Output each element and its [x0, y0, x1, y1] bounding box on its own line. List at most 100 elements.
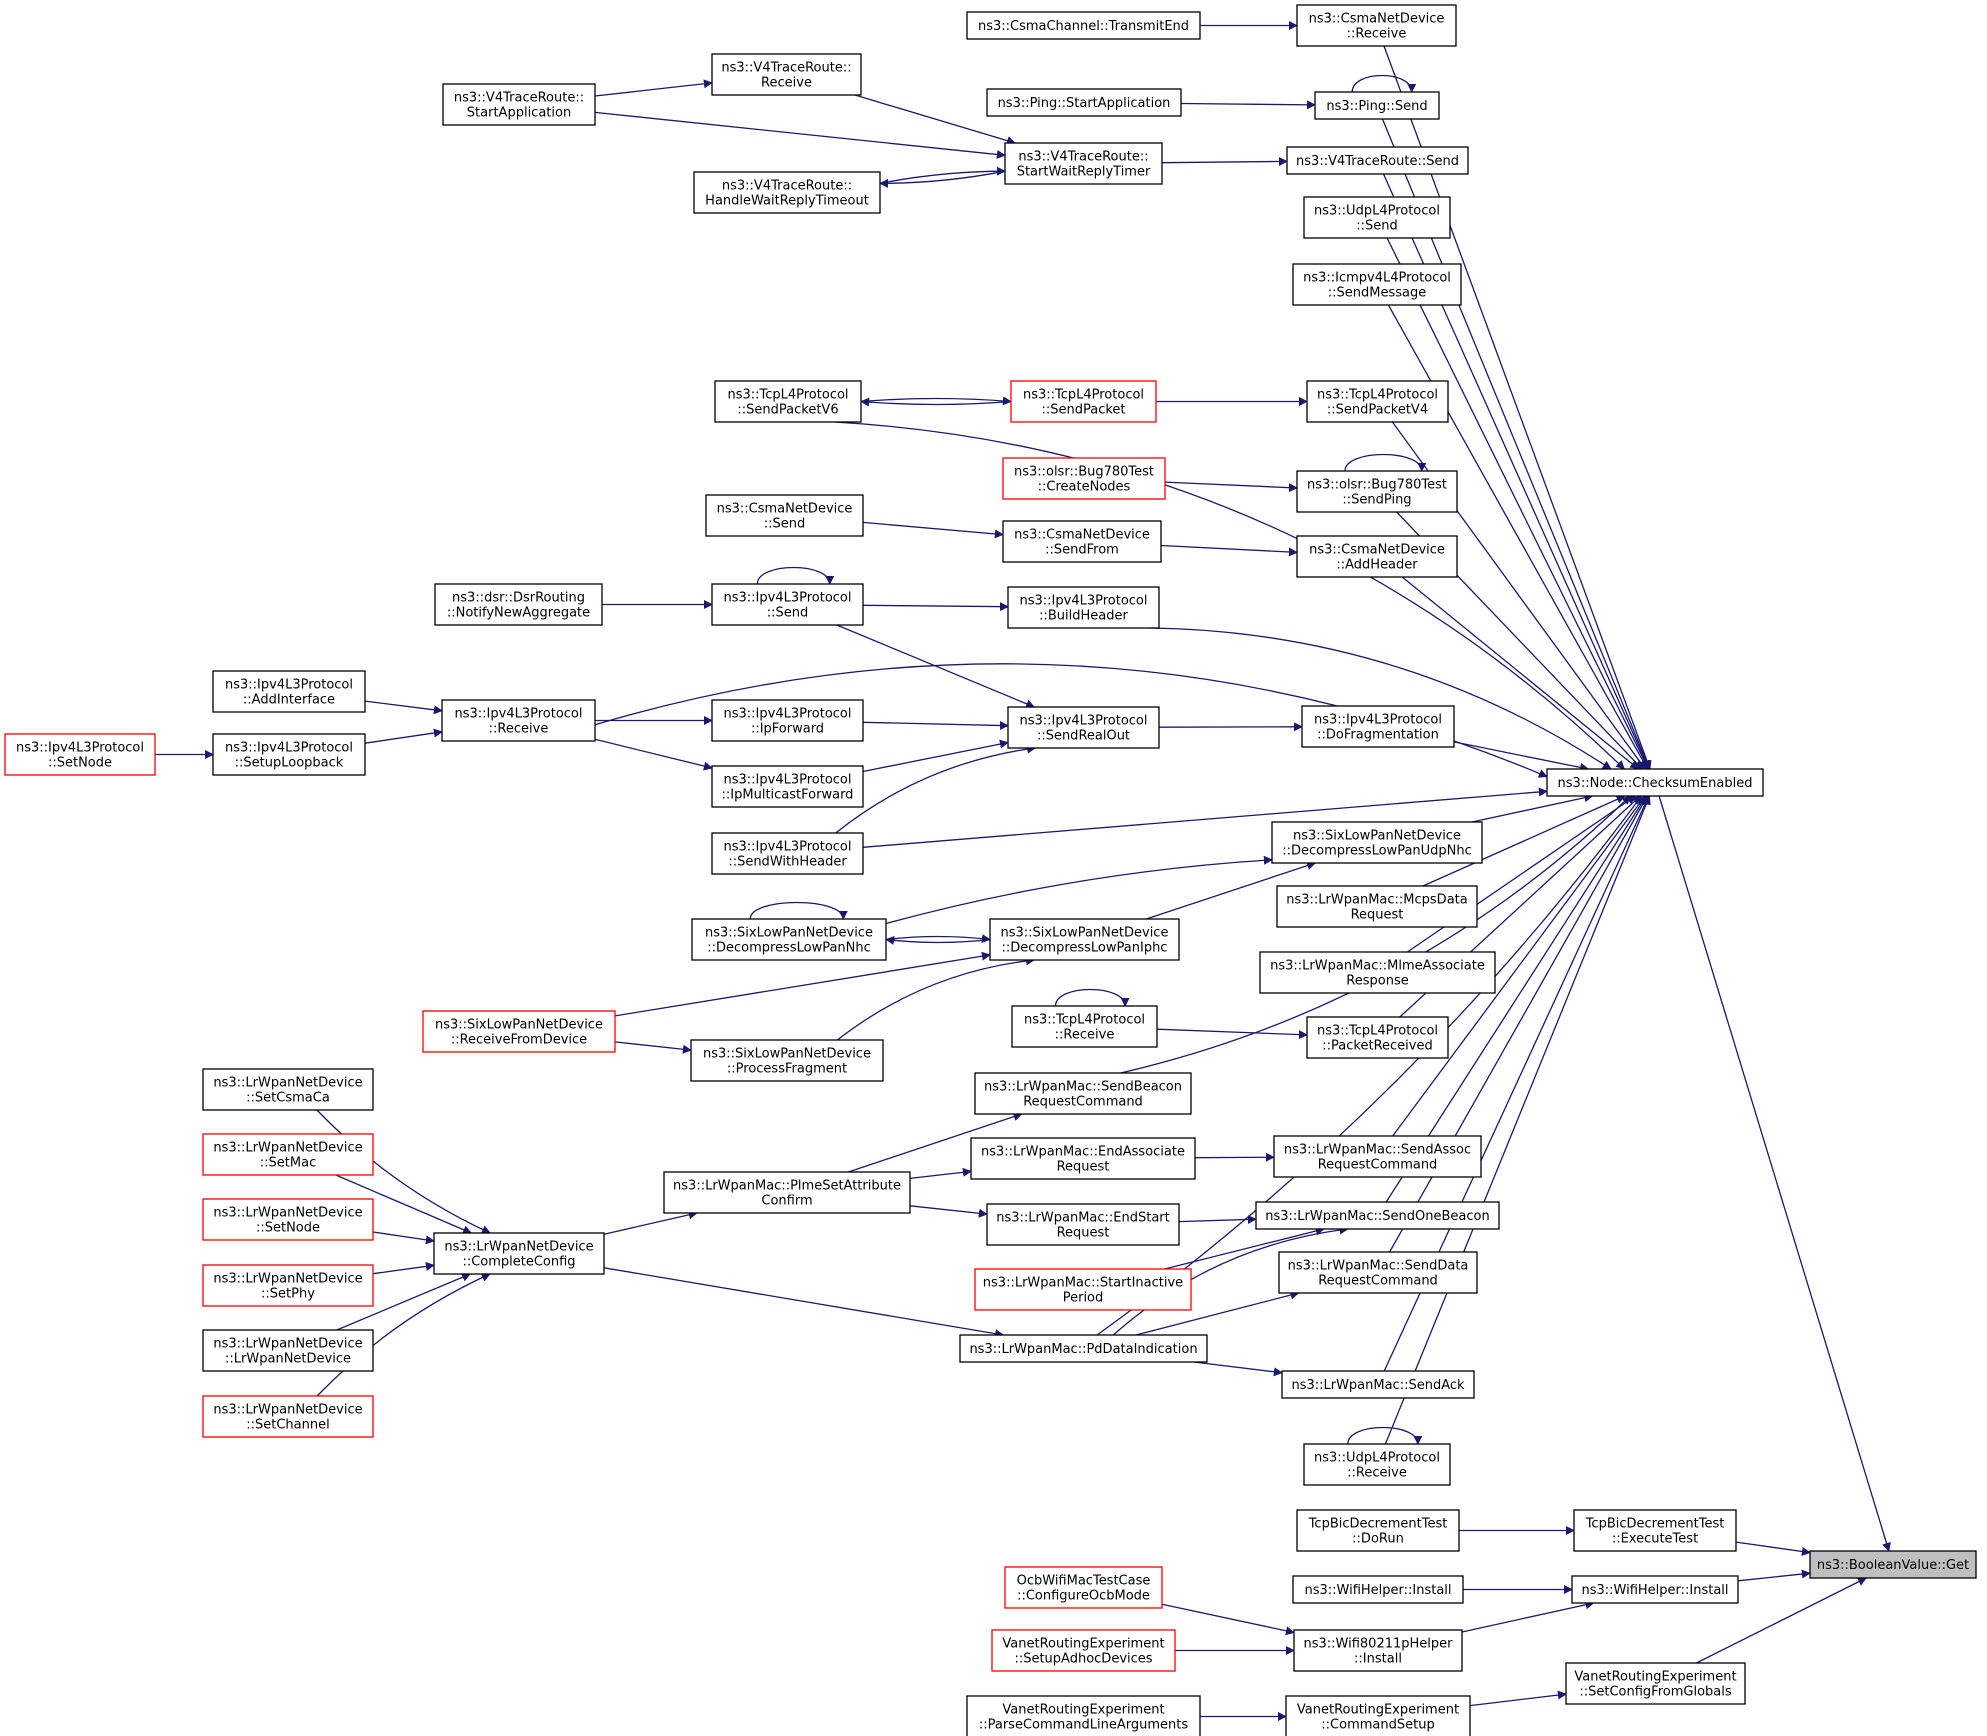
node-box [202, 1133, 374, 1176]
node-label: ns3::LrWpanNetDevice [213, 1076, 362, 1091]
node-box [1296, 535, 1458, 578]
node-ipv4AddIf[interactable]: ns3::Ipv4L3Protocol::AddInterface [212, 670, 366, 713]
node-sixUdpNhc[interactable]: ns3::SixLowPanNetDevice::DecompressLowPa… [1271, 821, 1483, 864]
node-label: StartWaitReplyTimer [1017, 165, 1151, 180]
node-label: ::Send [767, 606, 809, 621]
node-olsrCreate[interactable]: ns3::olsr::Bug780Test::CreateNodes [1002, 457, 1166, 500]
node-sendOneBeacon[interactable]: ns3::LrWpanMac::SendOneBeacon [1255, 1201, 1500, 1230]
node-olsrPing[interactable]: ns3::olsr::Bug780Test::SendPing [1296, 470, 1458, 513]
edge-vanetCmd-to-vanetSetCfg [1469, 1690, 1567, 1707]
node-setCsma[interactable]: ns3::LrWpanNetDevice::SetCsmaCa [202, 1068, 374, 1111]
node-ipv4Recv[interactable]: ns3::Ipv4L3Protocol::Receive [441, 699, 596, 742]
node-ipv4Send[interactable]: ns3::Ipv4L3Protocol::Send [711, 583, 864, 626]
node-box [1273, 1135, 1482, 1178]
node-csmaRecv[interactable]: ns3::CsmaNetDevice::Receive [1296, 4, 1457, 47]
node-lrCtor[interactable]: ns3::LrWpanNetDevice::LrWpanNetDevice [202, 1329, 374, 1372]
node-tcpRecv[interactable]: ns3::TcpL4Protocol::Receive [1011, 1005, 1158, 1048]
node-udpRecv[interactable]: ns3::UdpL4Protocol::Receive [1303, 1443, 1451, 1486]
node-tcpV6[interactable]: ns3::TcpL4Protocol::SendPacketV6 [714, 380, 862, 423]
node-icmpSend[interactable]: ns3::Icmpv4L4Protocol::SendMessage [1292, 263, 1462, 306]
node-get[interactable]: ns3::BooleanValue::Get [1809, 1550, 1977, 1579]
node-sixNhc[interactable]: ns3::SixLowPanNetDevice::DecompressLowPa… [691, 918, 887, 961]
node-label: ns3::dsr::DsrRouting [452, 591, 585, 606]
node-label: ::SendPing [1342, 493, 1411, 508]
node-wifiInstall1[interactable]: ns3::WifiHelper::Install [1292, 1575, 1464, 1604]
node-box [1546, 768, 1764, 797]
node-label: ::Receive [1347, 27, 1407, 42]
node-ipv4RealOut[interactable]: ns3::Ipv4L3Protocol::SendRealOut [1007, 706, 1160, 749]
node-label: VanetRoutingExperiment [1574, 1670, 1736, 1685]
node-completeConfig[interactable]: ns3::LrWpanNetDevice::CompleteConfig [433, 1232, 605, 1275]
edge-completeConfig-to-pdData [603, 1267, 1005, 1339]
node-ipv4MFwd[interactable]: ns3::Ipv4L3Protocol::IpMulticastForward [711, 765, 864, 808]
node-v4Start[interactable]: ns3::V4TraceRoute::StartApplication [442, 83, 596, 126]
node-sixIphc[interactable]: ns3::SixLowPanNetDevice::DecompressLowPa… [989, 918, 1180, 961]
node-dsrNotify[interactable]: ns3::dsr::DsrRouting::NotifyNewAggregate [434, 583, 603, 626]
edge-ipv4Fwd-to-ipv4RealOut [862, 721, 1009, 731]
node-v4Send[interactable]: ns3::V4TraceRoute::Send [1286, 146, 1469, 175]
node-csmaAddHeader[interactable]: ns3::CsmaNetDevice::AddHeader [1296, 535, 1458, 578]
node-v4Handle[interactable]: ns3::V4TraceRoute::HandleWaitReplyTimeou… [693, 171, 881, 214]
node-label: ::Send [764, 517, 806, 532]
node-setMac[interactable]: ns3::LrWpanNetDevice::SetMac [202, 1133, 374, 1176]
node-box [966, 1695, 1201, 1736]
node-wifiInstall2[interactable]: ns3::WifiHelper::Install [1571, 1575, 1739, 1604]
node-wifi80211p[interactable]: ns3::Wifi80211pHelper::Install [1293, 1629, 1463, 1672]
node-label: ::SetMac [260, 1156, 316, 1171]
node-setChannel[interactable]: ns3::LrWpanNetDevice::SetChannel [202, 1395, 374, 1438]
node-ipv4SetNode[interactable]: ns3::Ipv4L3Protocol::SetNode [4, 733, 156, 776]
node-label: ::Receive [489, 722, 549, 737]
node-csmaSendFrom[interactable]: ns3::CsmaNetDevice::SendFrom [1002, 520, 1162, 563]
node-ipv4WithHdr[interactable]: ns3::Ipv4L3Protocol::SendWithHeader [711, 832, 864, 875]
node-setPhy[interactable]: ns3::LrWpanNetDevice::SetPhy [202, 1264, 374, 1307]
node-bicExec[interactable]: TcpBicDecrementTest::ExecuteTest [1573, 1509, 1737, 1552]
node-checksum[interactable]: ns3::Node::ChecksumEnabled [1546, 768, 1764, 797]
node-sixFrag[interactable]: ns3::SixLowPanNetDevice::ProcessFragment [690, 1039, 884, 1082]
node-label: ::IpForward [751, 722, 824, 737]
edge-mcpsData-to-checksum [1422, 795, 1626, 887]
node-vanetCmd[interactable]: VanetRoutingExperiment::CommandSetup [1285, 1695, 1471, 1736]
node-vanetSetCfg[interactable]: VanetRoutingExperiment::SetConfigFromGlo… [1565, 1662, 1746, 1705]
node-sendAck[interactable]: ns3::LrWpanMac::SendAck [1281, 1370, 1475, 1399]
node-box [711, 583, 864, 626]
node-sixRecvFrom[interactable]: ns3::SixLowPanNetDevice::ReceiveFromDevi… [422, 1010, 616, 1053]
node-vanetAdhoc[interactable]: VanetRoutingExperiment::SetupAdhocDevice… [991, 1629, 1176, 1672]
node-ipv4Frag[interactable]: ns3::Ipv4L3Protocol::DoFragmentation [1301, 705, 1455, 748]
node-pingSend[interactable]: ns3::Ping::Send [1314, 91, 1440, 120]
node-ipv4Build[interactable]: ns3::Ipv4L3Protocol::BuildHeader [1007, 586, 1160, 629]
node-udpSend[interactable]: ns3::UdpL4Protocol::Send [1303, 196, 1451, 239]
node-box [1285, 1695, 1471, 1736]
node-ocbConfig[interactable]: OcbWifiMacTestCase::ConfigureOcbMode [1004, 1566, 1163, 1609]
node-transmitEnd[interactable]: ns3::CsmaChannel::TransmitEnd [966, 11, 1201, 40]
node-ipv4Loop[interactable]: ns3::Ipv4L3Protocol::SetupLoopback [212, 733, 366, 776]
node-v4Wait[interactable]: ns3::V4TraceRoute::StartWaitReplyTimer [1004, 142, 1163, 185]
node-tcpPktRecv[interactable]: ns3::TcpL4Protocol::PacketReceived [1306, 1016, 1449, 1059]
node-label: ns3::CsmaChannel::TransmitEnd [978, 19, 1189, 34]
node-label: ns3::LrWpanMac::PdDataIndication [969, 1342, 1197, 1357]
node-bicDoRun[interactable]: TcpBicDecrementTest::DoRun [1296, 1509, 1460, 1552]
node-box [202, 1329, 374, 1372]
node-pingStart[interactable]: ns3::Ping::StartApplication [986, 88, 1182, 117]
node-tcpSendPacket[interactable]: ns3::TcpL4Protocol::SendPacket [1010, 380, 1157, 423]
node-vanetParse[interactable]: VanetRoutingExperiment::ParseCommandLine… [966, 1695, 1201, 1736]
edge-setCsma-to-completeConfig [316, 1109, 491, 1234]
node-label: ns3::LrWpanMac::PlmeSetAttribute [673, 1179, 901, 1194]
node-csmaSend[interactable]: ns3::CsmaNetDevice::Send [705, 494, 864, 537]
node-v4Recv[interactable]: ns3::V4TraceRoute::Receive [711, 53, 862, 96]
node-label: Request [1057, 1226, 1110, 1241]
node-tcpV4[interactable]: ns3::TcpL4Protocol::SendPacketV4 [1306, 380, 1449, 423]
node-label: ns3::V4TraceRoute:: [721, 61, 851, 76]
node-setNode[interactable]: ns3::LrWpanNetDevice::SetNode [202, 1198, 374, 1241]
node-label: ns3::CsmaNetDevice [1014, 528, 1150, 543]
node-pdData[interactable]: ns3::LrWpanMac::PdDataIndication [959, 1334, 1208, 1363]
node-ipv4Fwd[interactable]: ns3::Ipv4L3Protocol::IpForward [711, 699, 864, 742]
